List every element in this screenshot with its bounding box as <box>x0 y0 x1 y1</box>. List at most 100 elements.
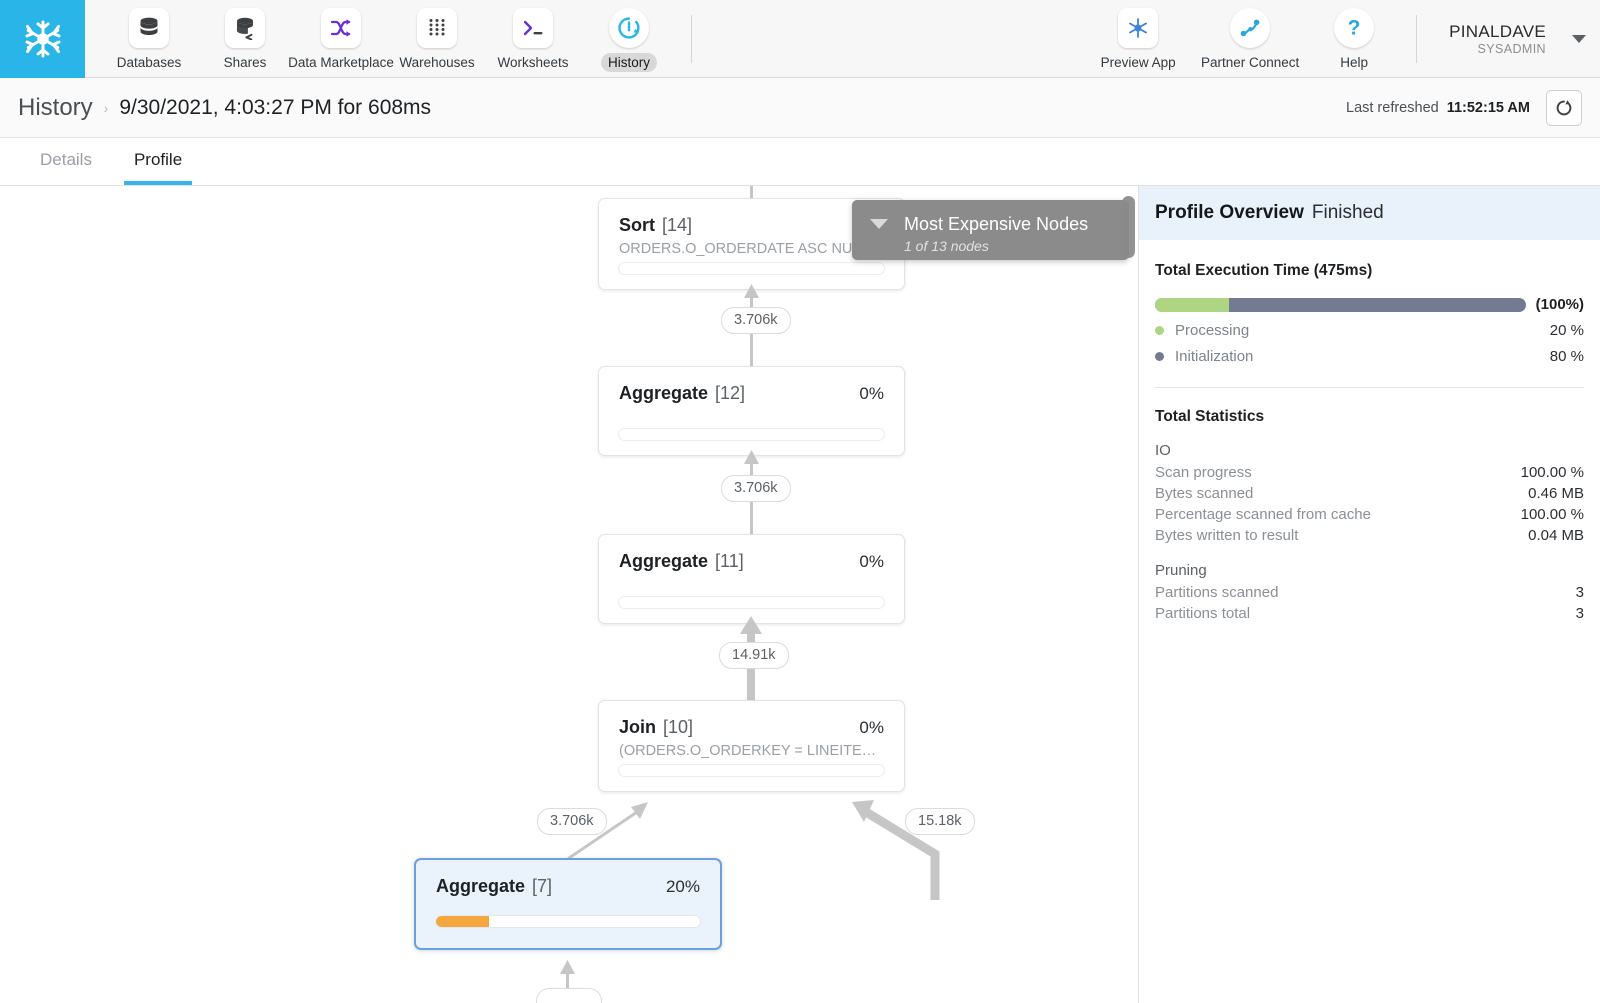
legend-value-processing: 20 % <box>1549 322 1584 339</box>
snowflake-logo-icon[interactable] <box>0 0 85 78</box>
node-title: Sort <box>619 215 655 235</box>
profile-overview-header: Profile Overview Finished <box>1139 186 1600 240</box>
execution-time-processing-segment <box>1155 297 1230 312</box>
stat-row-bytes-scanned: Bytes scanned 0.46 MB <box>1155 483 1584 504</box>
execution-time-track <box>1155 297 1526 312</box>
edge-label-rows: 14.91k <box>719 642 789 669</box>
most-expensive-nodes-title: Most Expensive Nodes <box>904 214 1089 234</box>
node-progress-bar <box>435 915 701 928</box>
nav-label-partner-connect: Partner Connect <box>1200 55 1300 70</box>
graph-node-aggregate-7[interactable]: Aggregate [7] 20% <box>414 858 722 950</box>
node-header: Sort [14] <box>599 199 904 236</box>
nav-item-shares[interactable]: Shares <box>197 0 293 78</box>
stat-row-partitions-scanned: Partitions scanned 3 <box>1155 582 1584 603</box>
account-divider <box>1416 14 1418 63</box>
node-header: Join [10] 0% <box>599 701 904 738</box>
warehouses-icon <box>417 8 457 48</box>
nav-label-help: Help <box>1340 55 1368 70</box>
node-progress-bar <box>618 262 885 275</box>
node-id: [10] <box>663 717 694 737</box>
node-id: [14] <box>662 215 693 235</box>
account-role: SYSADMIN <box>1477 41 1546 56</box>
nav-label-preview-app: Preview App <box>1100 55 1176 70</box>
nav-item-partner-connect[interactable]: Partner Connect <box>1194 0 1306 78</box>
profile-overview-status: Finished <box>1311 202 1384 223</box>
stat-group-title-pruning: Pruning <box>1155 562 1207 579</box>
edge-label-rows: 3.706k <box>537 808 607 835</box>
graph-node-join-10[interactable]: Join [10] 0% (ORDERS.O_ORDERKEY = LINEIT… <box>598 700 905 792</box>
stat-label: Partitions total <box>1155 605 1251 622</box>
node-percent: 0% <box>859 384 884 403</box>
nav-item-databases[interactable]: Databases <box>101 0 197 78</box>
nav-label-data-marketplace: Data Marketplace <box>288 55 394 70</box>
tab-profile[interactable]: Profile <box>123 150 193 185</box>
nav-item-help[interactable]: ? Help <box>1306 0 1402 78</box>
node-id: [12] <box>715 383 746 403</box>
nav-item-preview-app[interactable]: Preview App <box>1082 0 1194 78</box>
node-progress-bar <box>618 596 885 609</box>
svg-text:?: ? <box>1348 17 1361 40</box>
top-navigation-bar: Databases Shares <box>0 0 1600 78</box>
edge-line <box>750 186 753 198</box>
stat-group-pruning: Pruning Partitions scanned 3 Partitions … <box>1155 562 1584 624</box>
stat-value: 100.00 % <box>1520 464 1584 481</box>
breadcrumb-current: 9/30/2021, 4:03:27 PM for 608ms <box>119 95 432 119</box>
nav-item-warehouses[interactable]: Warehouses <box>389 0 485 78</box>
nav-divider <box>691 14 692 63</box>
total-statistics-title: Total Statistics <box>1155 408 1265 425</box>
stat-row-partitions-total: Partitions total 3 <box>1155 603 1584 624</box>
section-divider <box>1155 387 1584 388</box>
most-expensive-nodes-subtitle: 1 of 13 nodes <box>904 237 989 254</box>
nav-item-history[interactable]: History <box>581 0 677 78</box>
breadcrumb-separator-icon: › <box>103 99 109 116</box>
nav-label-shares: Shares <box>223 55 267 70</box>
nav-item-data-marketplace[interactable]: Data Marketplace <box>288 0 394 78</box>
edge-line <box>852 800 940 900</box>
last-refreshed-time: 11:52:15 AM <box>1446 99 1530 116</box>
stat-group-io: IO Scan progress 100.00 % Bytes scanned … <box>1155 442 1584 546</box>
nav-label-worksheets: Worksheets <box>497 55 569 70</box>
stat-value: 3 <box>1575 605 1584 622</box>
graph-node-aggregate-11[interactable]: Aggregate [11] 0% <box>598 534 905 624</box>
node-progress-bar <box>618 764 885 777</box>
chevron-down-icon[interactable] <box>1572 35 1586 43</box>
profile-overview-title: Profile Overview <box>1155 202 1304 223</box>
primary-nav-items: Databases Shares <box>85 0 706 77</box>
nav-label-history: History <box>600 53 657 72</box>
edge-arrow-icon <box>560 960 575 974</box>
edge-arrow-icon <box>744 450 759 464</box>
edge-label-rows: 15.18k <box>905 808 975 835</box>
stat-value: 0.46 MB <box>1528 485 1584 502</box>
stat-label: Partitions scanned <box>1155 584 1279 601</box>
preview-app-icon <box>1118 8 1159 48</box>
initialization-color-dot <box>1155 352 1164 361</box>
stat-label: Bytes scanned <box>1155 485 1254 502</box>
graph-scrollbar-thumb[interactable] <box>1122 196 1135 258</box>
stat-group-title-io: IO <box>1155 442 1171 459</box>
tab-details[interactable]: Details <box>40 150 92 169</box>
node-id: [11] <box>715 551 744 571</box>
refresh-button[interactable] <box>1546 89 1582 126</box>
stat-value: 3 <box>1575 584 1584 601</box>
query-profile-graph[interactable]: Sort [14] ORDERS.O_ORDERDATE ASC NULLS L… <box>0 186 1138 1003</box>
triangle-down-icon <box>870 219 888 229</box>
nav-item-worksheets[interactable]: Worksheets <box>485 0 581 78</box>
execution-time-percent: (100%) <box>1535 296 1584 313</box>
legend-label-initialization: Initialization <box>1175 348 1254 365</box>
execution-time-bar: (100%) <box>1155 296 1584 313</box>
node-progress-bar <box>618 428 885 441</box>
breadcrumb-root[interactable]: History <box>18 93 93 121</box>
panel-divider <box>1138 186 1139 1003</box>
stat-row-bytes-written-to-result: Bytes written to result 0.04 MB <box>1155 525 1584 546</box>
databases-icon <box>129 8 169 48</box>
stat-label: Bytes written to result <box>1155 527 1299 544</box>
node-subtitle: (ORDERS.O_ORDERKEY = LINEITEM.L_ORD... <box>619 743 904 759</box>
stat-label: Scan progress <box>1155 464 1252 481</box>
account-menu[interactable]: PINALDAVE SYSADMIN <box>1431 0 1600 78</box>
profile-overview-panel: Profile Overview Finished Total Executio… <box>1139 186 1600 1003</box>
profile-overview-body: Total Execution Time (475ms) (100%) Proc… <box>1139 240 1600 624</box>
graph-node-aggregate-12[interactable]: Aggregate [12] 0% <box>598 366 905 456</box>
help-icon: ? <box>1334 8 1375 48</box>
most-expensive-nodes-dropdown[interactable]: Most Expensive Nodes 1 of 13 nodes <box>852 200 1129 260</box>
edge-label-rows: 3.706k <box>721 475 791 502</box>
